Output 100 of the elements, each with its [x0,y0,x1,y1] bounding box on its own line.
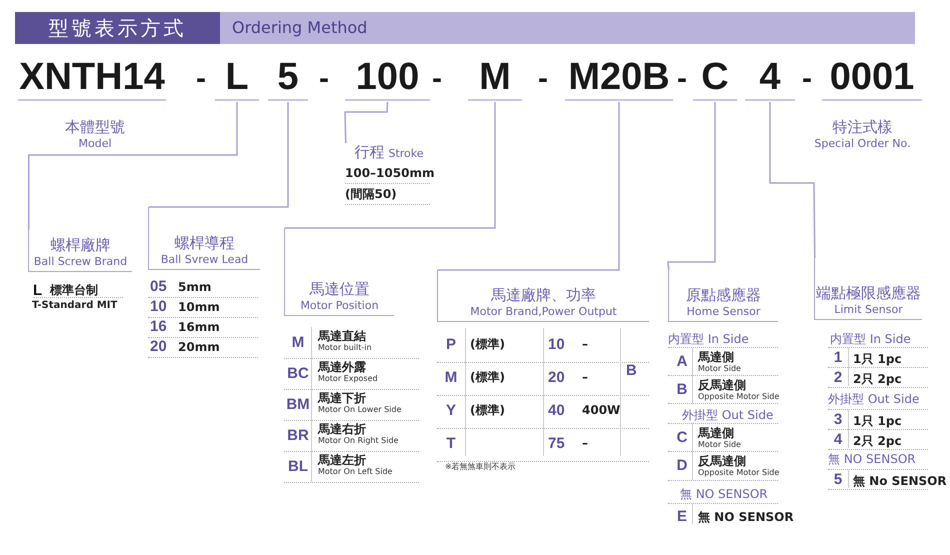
option-text: 無 NO SENSOR [698,509,794,526]
code-letter: 10 [150,298,167,315]
leader-line [28,102,238,230]
separator-dash: - [538,62,548,96]
code-letter: L [33,282,42,299]
option-text: 馬達右折 [318,421,366,436]
group-heading: 内置型 In Side [830,331,911,348]
code-letter: 40 [548,402,565,419]
option-text: – [582,337,588,351]
option-text: (標準) [470,336,505,353]
group-heading: 外掛型 Out Side [682,407,774,424]
heading-subtext: Ball Svrew Lead [160,253,248,266]
option-text: 400W [582,403,620,417]
option-text: Motor Side [698,440,741,449]
code-letter: E [676,508,688,525]
option-text: Motor built-in [318,343,372,352]
option-text: 1只 1pc [853,351,902,368]
heading-subtext: Motor Position [300,299,379,312]
heading-subtext: Stroke [388,147,424,160]
option-text: 100–1050mm [345,166,434,180]
code-letter: 5 [832,471,844,488]
heading-bracket [28,230,132,272]
group-heading: 内置型 In Side [668,331,749,348]
code-letter: 10 [548,336,565,353]
code-letter: Y [444,402,457,419]
code-letter: BL [287,458,309,475]
code-segment: 0001 [822,55,922,101]
heading-subtext: Home Sensor [686,305,760,318]
group-heading: 外掛型 Out Side [828,391,920,408]
code-segment: M20B [565,55,673,101]
code-letter: P [444,336,457,353]
separator-dash: - [802,62,812,96]
option-text: 10mm [178,300,220,314]
heading-text: 本體型號 [65,118,125,137]
option-text: Motor Side [698,364,741,373]
code-segment: M [468,55,522,101]
heading-bracket [148,207,260,270]
code-letter: A [676,353,688,370]
title-banner: 型號表示方式 [15,12,220,44]
code-segment: C [693,55,737,101]
code-letter: 20 [150,338,167,355]
option-text: 反馬達側 [698,453,746,468]
heading-subtext: Special Order No. [814,137,911,150]
code-letter: B [676,381,688,398]
option-text: 馬達左折 [318,452,366,468]
option-text: T-Standard MIT [32,300,118,311]
option-text: Motor On Left Side [318,467,392,476]
heading-subtext: Motor Brand,Power Output [470,305,617,318]
option-text: 馬達外露 [318,359,366,374]
code-letter: M [444,369,458,386]
separator-dash: - [196,62,206,96]
code-segment: 5 [268,55,308,101]
code-letter: M [290,334,306,351]
code-letter: 3 [832,411,844,428]
option-text: 2只 2pc [853,433,902,450]
group-heading: 無 NO SENSOR [828,451,916,468]
heading-text: 行程 [354,143,384,162]
heading-bracket [814,258,922,320]
option-text: Motor Exposed [318,374,378,383]
leader-line [148,102,289,208]
code-segment: 4 [745,55,795,101]
heading-text: 馬達廠牌、功率 [491,286,596,305]
code-letter: B [626,362,637,379]
heading-subtext: Ball Screw Brand [34,255,128,268]
option-text: (標準) [470,402,505,419]
option-text: 馬達側 [698,349,734,364]
code-segment: XNTH14 [18,55,166,101]
leader-line [344,102,388,144]
option-text: Motor On Right Side [318,436,398,445]
leader-line [769,102,816,258]
heading-bracket [437,270,649,322]
code-letter: T [445,435,457,452]
heading-text: 馬達位置 [310,280,370,299]
subtitle-band: Ordering Method [220,12,915,44]
code-letter: BM [285,396,311,413]
option-text: 馬達直結 [318,328,366,344]
code-letter: BC [286,365,310,382]
option-text: – [582,436,588,450]
code-letter: 1 [832,349,844,366]
leader-line [284,102,496,229]
code-letter: 16 [150,318,167,335]
leader-line [667,102,716,270]
heading-text: 端點極限感應器 [816,284,921,303]
code-letter: 4 [832,431,844,448]
code-letter: BR [286,427,310,444]
option-text: Opposite Motor Side [698,468,780,477]
option-text: (間隔50) [345,186,397,203]
heading-text: 螺桿廠牌 [50,236,110,255]
code-letter: 05 [150,278,167,295]
group-heading: 無 NO SENSOR [680,486,768,503]
option-text: 馬達下折 [318,390,366,406]
separator-dash: - [677,62,687,96]
option-text: Motor On Lower Side [318,405,402,414]
option-text: – [582,370,588,384]
code-letter: C [676,429,688,446]
heading-text: 特注式樣 [832,118,892,137]
heading-bracket [668,270,778,322]
option-text: 5mm [178,280,212,294]
code-letter: D [676,457,688,474]
code-letter: 20 [548,369,565,386]
